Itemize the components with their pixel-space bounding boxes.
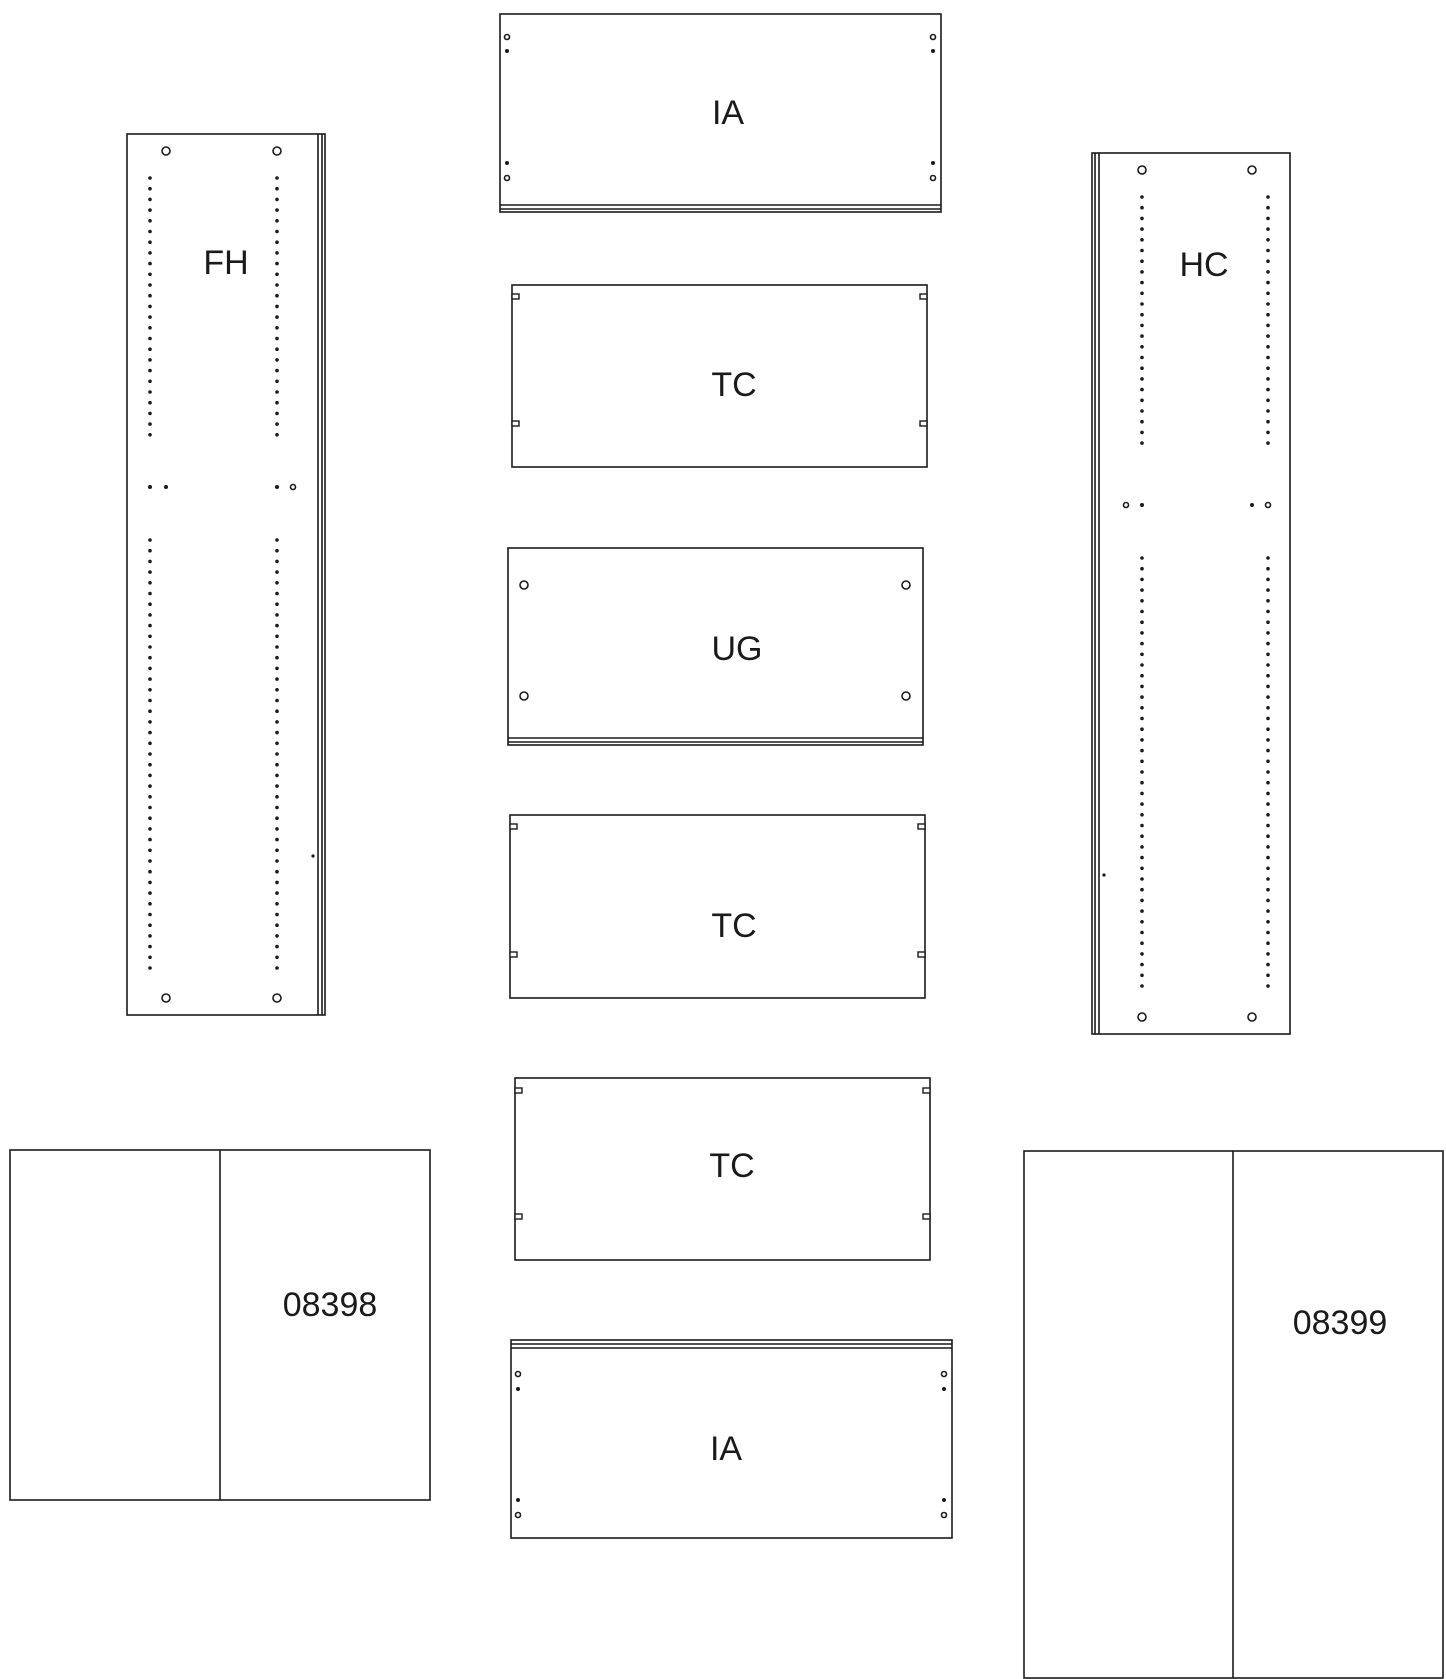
side-panel-fh: FH bbox=[126, 133, 326, 1016]
panel-tc-2: TC bbox=[509, 814, 926, 999]
ug-label: UG bbox=[712, 630, 763, 668]
door-08399: 08399 bbox=[1023, 1150, 1444, 1679]
panel-ia-bottom: IA bbox=[510, 1339, 953, 1539]
door-08398: 08398 bbox=[9, 1149, 431, 1501]
fh-label: FH bbox=[203, 244, 248, 282]
tc-2-label: TC bbox=[711, 907, 756, 945]
door-08398-label: 08398 bbox=[283, 1286, 378, 1324]
door-08399-label: 08399 bbox=[1293, 1304, 1388, 1342]
tc-3-label: TC bbox=[709, 1147, 754, 1185]
panel-ia-top: IA bbox=[499, 13, 942, 213]
hc-label: HC bbox=[1179, 246, 1228, 284]
tc-1-label: TC bbox=[711, 366, 756, 404]
panel-tc-3: TC bbox=[514, 1077, 931, 1261]
panel-ug: UG bbox=[507, 547, 924, 746]
ia-top-label: IA bbox=[712, 94, 744, 132]
side-panel-hc: HC bbox=[1091, 152, 1291, 1035]
ia-bottom-label: IA bbox=[710, 1430, 742, 1468]
panel-tc-1: TC bbox=[511, 284, 928, 468]
